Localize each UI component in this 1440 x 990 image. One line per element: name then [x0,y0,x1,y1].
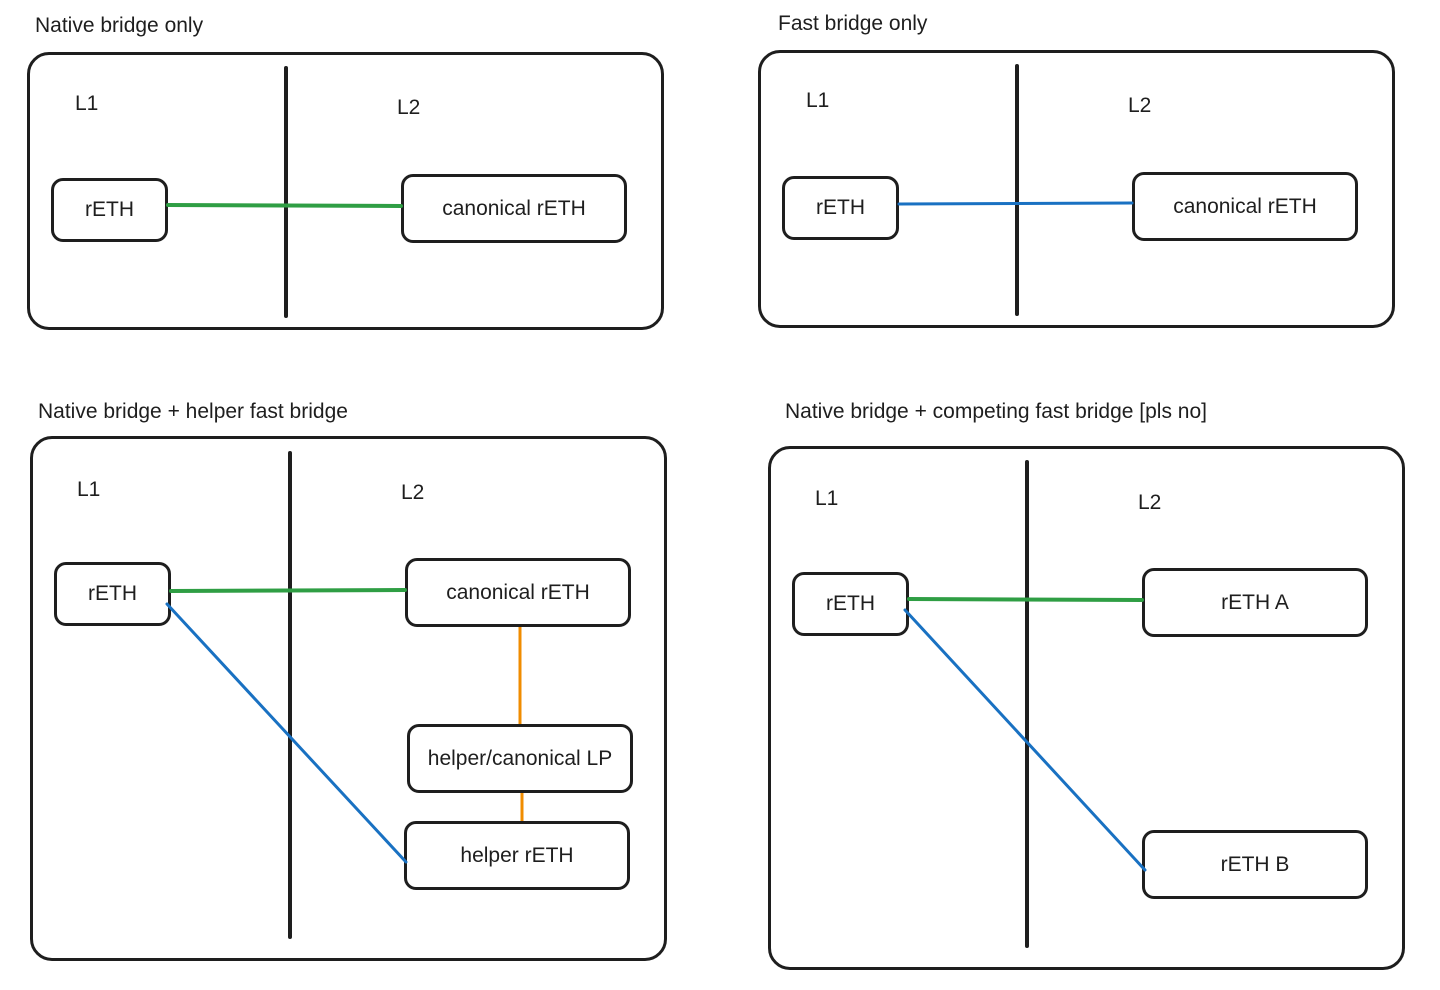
diagram-title: Native bridge + helper fast bridge [38,400,348,423]
l2-label: L2 [397,96,421,119]
diagram-panel [768,446,1405,970]
l1-l2-divider [288,451,292,939]
diagram-panel [30,436,667,961]
reth-node: rETH [54,562,171,626]
diagram-panel [758,50,1395,328]
canonical-reth-node: canonical rETH [405,558,631,627]
diagram-panel [27,52,664,330]
reth-node: rETH [782,176,899,240]
diagram-title: Native bridge + competing fast bridge [p… [785,400,1207,423]
canonical-reth-node: canonical rETH [401,174,627,243]
reth-a-node: rETH A [1142,568,1368,637]
l2-label: L2 [1138,491,1162,514]
reth-b-node: rETH B [1142,830,1368,899]
l1-label: L1 [77,478,101,501]
l1-label: L1 [75,92,99,115]
canonical-reth-node: canonical rETH [1132,172,1358,241]
diagram-title: Native bridge only [35,14,204,37]
reth-node: rETH [51,178,168,242]
helper-canonical-lp-node: helper/canonical LP [407,724,633,793]
l1-label: L1 [806,89,830,112]
l1-l2-divider [1025,460,1029,948]
helper-reth-node: helper rETH [404,821,630,890]
l1-l2-divider [1015,64,1019,316]
l2-label: L2 [401,481,425,504]
l1-l2-divider [284,66,288,318]
l2-label: L2 [1128,94,1152,117]
reth-node: rETH [792,572,909,636]
l1-label: L1 [815,487,839,510]
diagram-title: Fast bridge only [778,12,928,35]
